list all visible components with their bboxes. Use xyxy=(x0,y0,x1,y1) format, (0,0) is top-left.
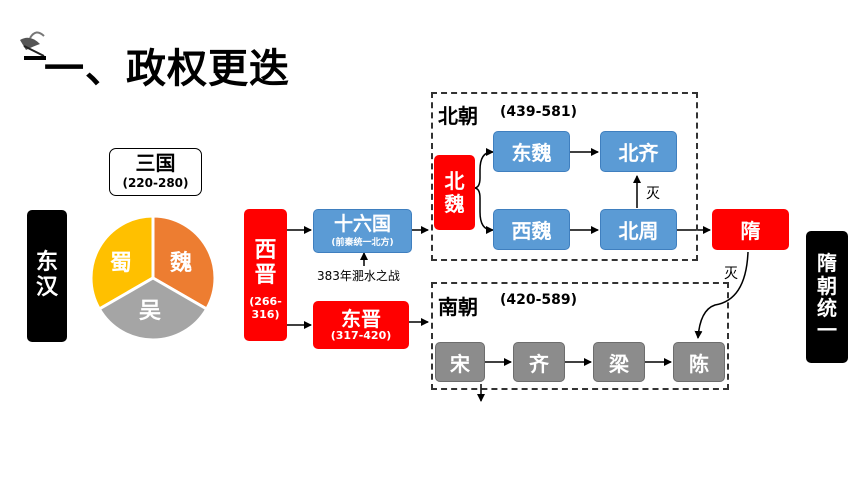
bird-icon xyxy=(20,31,45,57)
page-title: 一、政权更迭 xyxy=(44,46,290,92)
feishui-label: 383年淝水之战 xyxy=(317,269,400,283)
beichao-years: (439-581) xyxy=(500,104,578,120)
sui-unify-box: 隋 朝 统 一 xyxy=(806,231,848,363)
pie-slice-wu xyxy=(97,276,209,342)
sanguo-pie xyxy=(89,214,217,342)
sanguo-years: (220-280) xyxy=(122,176,189,190)
chen-box: 陈 xyxy=(673,342,725,382)
pie-label-shu: 蜀 xyxy=(110,251,133,276)
sui-unify-char-3: 统 xyxy=(817,296,837,320)
xijin-years-bottom: 316) xyxy=(251,307,280,321)
liang-box: 梁 xyxy=(593,342,645,382)
dongjin-years: (317-420) xyxy=(330,329,392,343)
sanguo-label: 三国 xyxy=(135,151,176,175)
donghan-char-1: 东 xyxy=(35,250,58,276)
sui-unify-char-2: 朝 xyxy=(817,273,837,298)
mie-label-2: 灭 xyxy=(724,266,738,282)
xijin-years-top: (266- xyxy=(249,295,282,309)
xijin-char-2: 晋 xyxy=(254,262,277,288)
sui-unify-char-4: 一 xyxy=(817,318,837,343)
beiwei-box: 北 魏 xyxy=(434,155,475,230)
nanchao-label: 南朝 xyxy=(438,295,478,319)
sanguo-label-box: 三国 (220-280) xyxy=(109,148,202,196)
xiwei-box: 西魏 xyxy=(493,209,570,250)
shiliuguo-label: 十六国 xyxy=(333,213,391,236)
shiliuguo-sub: (前秦统一北方) xyxy=(331,237,394,248)
pie-label-wu: 吴 xyxy=(139,299,162,324)
mie-label-1: 灭 xyxy=(646,186,660,202)
donghan-char-2: 汉 xyxy=(35,275,58,300)
xijin-char-1: 西 xyxy=(254,238,277,263)
beiqi-box: 北齐 xyxy=(600,131,677,172)
dongwei-box: 东魏 xyxy=(493,131,570,172)
beizhou-box: 北周 xyxy=(600,209,677,250)
beiwei-char-1: 北 xyxy=(444,169,465,194)
xijin-box: 西 晋 (266- 316) xyxy=(244,209,287,341)
dongjin-box: 东晋 (317-420) xyxy=(313,301,409,349)
song-box: 宋 xyxy=(435,342,485,382)
nanchao-region xyxy=(431,282,729,390)
arrow-sui-chen xyxy=(694,251,749,339)
nanchao-years: (420-589) xyxy=(500,292,578,308)
donghan-box: 东 汉 xyxy=(27,210,67,342)
sui-box: 隋 xyxy=(712,209,789,250)
beiwei-char-2: 魏 xyxy=(444,191,465,216)
beichao-region xyxy=(431,92,698,261)
dongjin-label: 东晋 xyxy=(341,306,381,331)
beichao-label: 北朝 xyxy=(438,104,478,128)
qi-box: 齐 xyxy=(513,342,565,382)
shiliuguo-box: 十六国 (前秦统一北方) xyxy=(313,209,412,253)
pie-label-wei: 魏 xyxy=(170,251,193,276)
sui-unify-char-1: 隋 xyxy=(817,251,837,276)
